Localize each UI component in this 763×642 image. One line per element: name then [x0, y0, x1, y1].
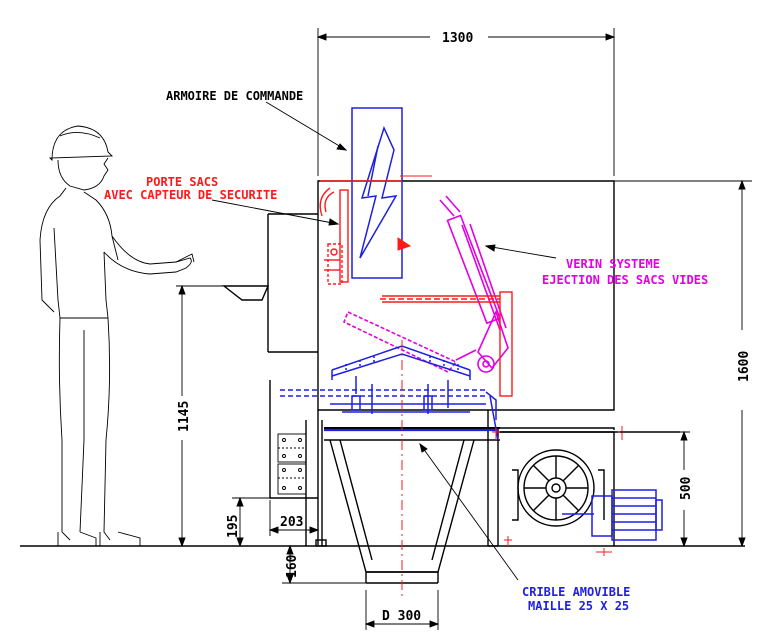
dim-step: [232, 496, 270, 548]
side-panels: [277, 433, 307, 495]
cabinet-red-tab: [397, 237, 412, 251]
label-bag-holder-2: AVEC CAPTEUR DE SECURITE: [104, 188, 277, 202]
bag-grid: [280, 345, 499, 441]
dim-height: [614, 179, 752, 548]
motor-axes: [492, 426, 628, 556]
label-jack-2: EJECTION DES SACS VIDES: [542, 273, 708, 287]
dim-outlet-label: 160: [285, 554, 300, 578]
dim-motor: [620, 430, 690, 548]
label-screen-1: CRIBLE AMOVIBLE: [522, 585, 630, 599]
dim-outlet-diameter-label: D 300: [382, 609, 421, 624]
label-bag-holder-1: PORTE SACS: [146, 175, 218, 189]
dim-step-depth-label: 203: [280, 515, 303, 530]
dim-width-label: 1300: [442, 31, 473, 46]
dim-table-label: 1145: [177, 401, 192, 432]
dim-step-label: 195: [226, 515, 241, 538]
leaders: [211, 101, 557, 581]
dim-outlet-diameter: [364, 590, 440, 630]
bag-holder: [319, 180, 402, 285]
label-jack-1: VERIN SYSTEME: [566, 257, 660, 271]
control-cabinet: [351, 107, 403, 279]
ejector-bracket: [380, 291, 513, 397]
dim-width: [316, 28, 616, 176]
dim-table: [176, 284, 224, 548]
dim-motor-label: 500: [679, 476, 694, 500]
dim-height-label: 1600: [737, 351, 752, 382]
dim-outlet: [282, 544, 366, 585]
motor-body: [562, 489, 663, 541]
label-screen-2: MAILLE 25 X 25: [528, 599, 629, 613]
label-cabinet: ARMOIRE DE COMMANDE: [166, 89, 303, 103]
dim-step-depth: [268, 500, 320, 536]
motor-wheel: [512, 449, 605, 527]
operator-figure: [39, 125, 195, 547]
